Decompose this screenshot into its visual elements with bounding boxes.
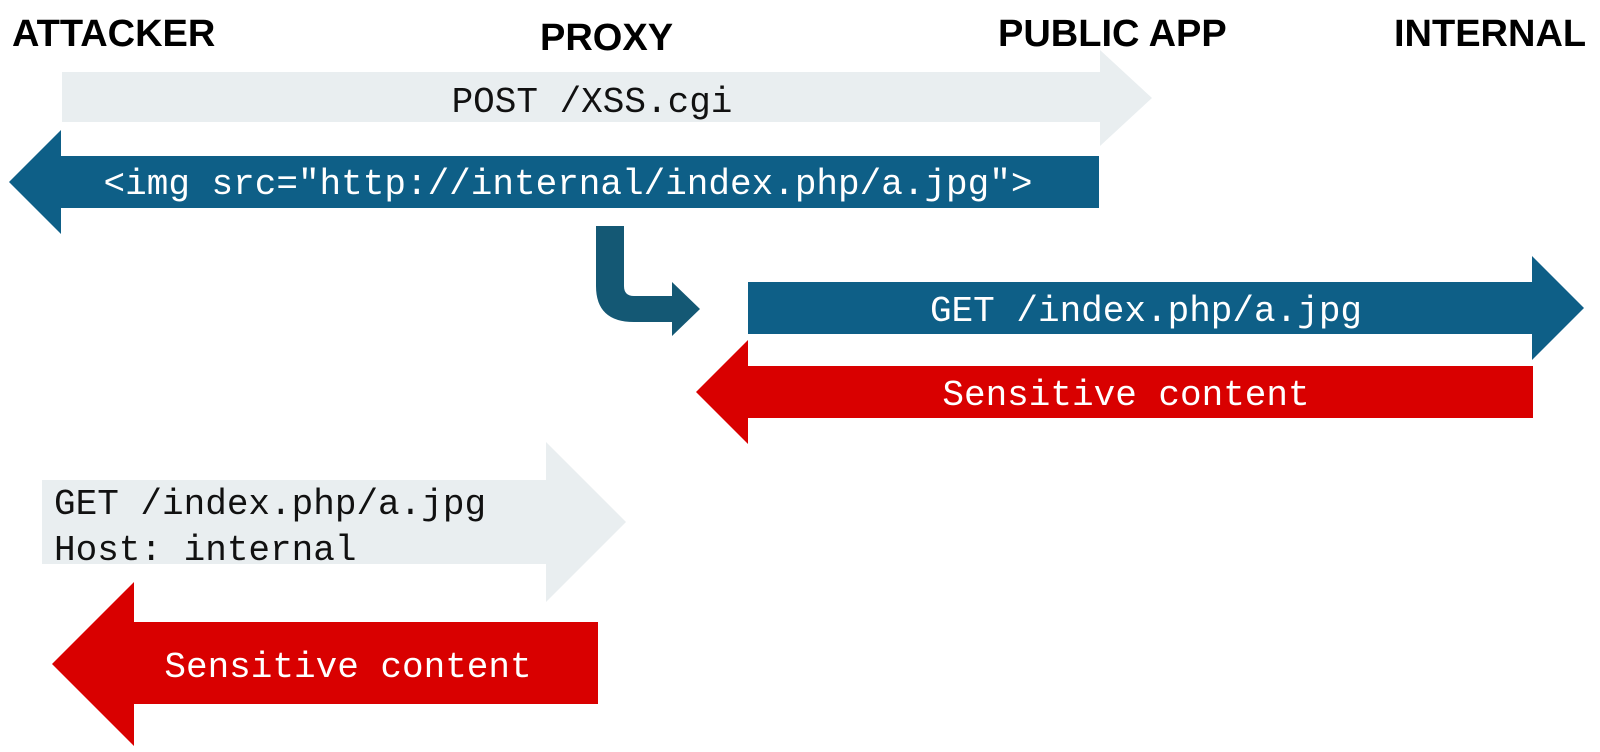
img-response-arrow-shape xyxy=(9,130,1099,234)
public-app-header: PUBLIC APP xyxy=(998,13,1227,55)
post-request-arrow-shape xyxy=(62,50,1152,146)
direct-get-arrow: GET /index.php/a.jpg Host: internal xyxy=(42,442,626,602)
direct-get-line1: GET /index.php/a.jpg xyxy=(54,484,486,525)
direct-get-line2: Host: internal xyxy=(54,530,356,571)
img-response-arrow: <img src="http://internal/index.php/a.jp… xyxy=(9,130,1099,234)
internal-get-label: GET /index.php/a.jpg xyxy=(930,291,1362,332)
internal-get-arrow: GET /index.php/a.jpg xyxy=(748,256,1584,360)
proxy-header: PROXY xyxy=(540,17,673,59)
direct-sensitive-label: Sensitive content xyxy=(164,647,531,688)
proxy-forward-connector xyxy=(596,226,700,336)
internal-sensitive-label: Sensitive content xyxy=(942,375,1309,416)
internal-sensitive-arrow: Sensitive content xyxy=(696,340,1533,444)
proxy-forward-connector-shape xyxy=(596,226,700,336)
internal-header: INTERNAL xyxy=(1394,13,1586,55)
internal-sensitive-arrow-shape xyxy=(696,340,1533,444)
direct-sensitive-arrow-shape xyxy=(52,582,598,746)
attacker-header: ATTACKER xyxy=(12,13,215,55)
direct-sensitive-arrow: Sensitive content xyxy=(52,582,598,746)
post-request-arrow: POST /XSS.cgi xyxy=(62,50,1152,146)
internal-get-arrow-shape xyxy=(748,256,1584,360)
post-request-label: POST /XSS.cgi xyxy=(452,82,733,123)
img-response-label: <img src="http://internal/index.php/a.jp… xyxy=(104,164,1033,205)
direct-get-arrow-shape xyxy=(42,442,626,602)
